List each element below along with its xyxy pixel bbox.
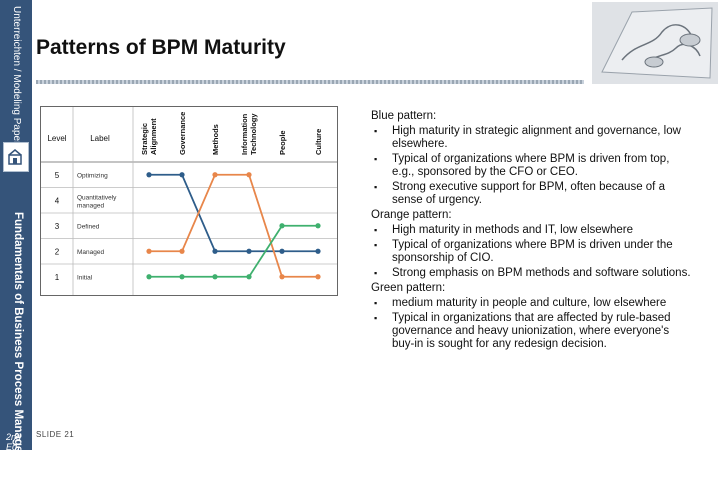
level-label: managed [77,202,104,209]
series-line [149,173,318,278]
level-label: Optimizing [77,172,108,179]
book-logo-icon [8,149,22,165]
pattern-section-blue: Blue pattern: High maturity in strategic… [371,110,691,207]
series-point [212,274,218,280]
pattern-section-green: Green pattern: medium maturity in people… [371,282,691,351]
dimension-header-line: People [278,130,287,155]
pattern-bullet: Strong executive support for BPM, often … [371,181,691,207]
pattern-bullet: High maturity in methods and IT, low els… [371,224,691,237]
dimension-header-line: Methods [211,124,220,155]
pattern-bullet: Typical of organizations where BPM is dr… [371,153,691,179]
dimension-header: Methods [211,124,220,155]
label-header: Label [90,134,110,143]
series-point [179,274,185,280]
series-point [279,274,285,280]
level-label: Quantitatively [77,194,117,201]
book-logo [3,142,29,172]
pattern-descriptions: Blue pattern: High maturity in strategic… [371,110,691,353]
dimension-header: People [278,130,287,155]
series-point [179,248,185,254]
pattern-bullet: Typical of organizations where BPM is dr… [371,239,691,265]
series-point [246,274,252,280]
dimension-header-line: Technology [249,113,258,155]
level-label: Defined [77,223,100,230]
series-point [212,248,218,254]
dimension-header-line: Information [240,113,249,155]
level-label: Managed [77,249,104,256]
series-point [315,248,321,254]
dimension-header: Governance [178,112,187,155]
series-title: Unterreichten / Modeling Papers [11,6,22,150]
level-value: 1 [55,273,60,282]
pattern-heading: Green pattern: [371,282,446,294]
pattern-bullet: Typical in organizations that are affect… [371,312,691,351]
series-point [146,172,152,178]
pattern-bullet: medium maturity in people and culture, l… [371,297,691,310]
series-point [146,248,152,254]
edition-label: 2nd Ed. [6,432,22,452]
series-point [246,172,252,178]
dimension-header-line: Culture [314,129,323,155]
pattern-section-orange: Orange pattern: High maturity in methods… [371,209,691,280]
slide-number: SLIDE 21 [36,430,75,439]
pattern-heading: Blue pattern: [371,110,437,122]
dimension-header-line: Alignment [149,118,158,155]
series-point [179,172,185,178]
page-title: Patterns of BPM Maturity [36,36,286,59]
level-value: 4 [55,196,60,205]
level-value: 2 [55,247,60,256]
series-point [279,248,285,254]
series-point [315,274,321,280]
series-point [146,274,152,280]
series-line [149,224,318,278]
level-value: 5 [55,171,60,180]
series-point [212,172,218,178]
level-label: Initial [77,274,93,281]
pattern-heading: Orange pattern: [371,209,452,221]
level-value: 3 [55,222,60,231]
title-divider [36,80,584,84]
corner-illustration [592,2,718,84]
dimension-header-line: Governance [178,112,187,155]
series-line [149,173,318,253]
level-header: Level [47,134,66,143]
sidebar: Unterreichten / Modeling Papers Fundamen… [0,0,32,480]
series-point [246,248,252,254]
pattern-bullet: High maturity in strategic alignment and… [371,125,691,151]
dimension-header-line: Strategic [140,123,149,155]
series-point [279,223,285,229]
dimension-header: Culture [314,129,323,155]
pattern-bullet: Strong emphasis on BPM methods and softw… [371,267,691,280]
series-point [315,223,321,229]
